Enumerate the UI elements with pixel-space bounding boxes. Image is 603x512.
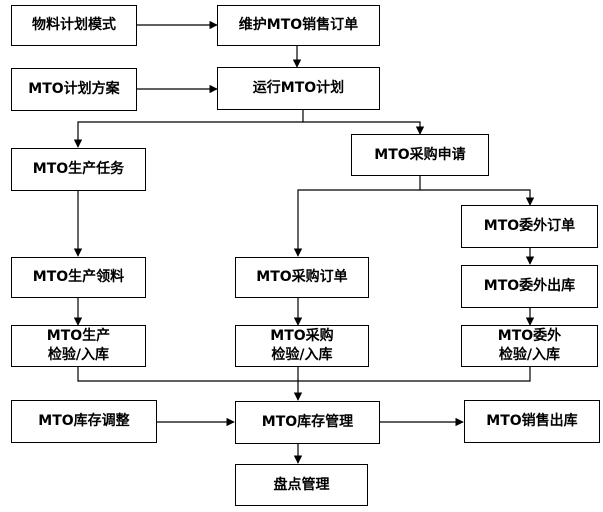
- node-stocktaking-manage: 盘点管理: [235, 464, 368, 506]
- node-mto-sales-out: MTO销售出库: [464, 400, 600, 443]
- node-run-mto-plan: 运行MTO计划: [217, 67, 380, 110]
- arrow-run-plan-to-production-task: [73, 110, 304, 148]
- line-outsource-inspect-to-merge: [298, 367, 531, 382]
- node-mto-plan-scheme: MTO计划方案: [11, 68, 137, 111]
- node-mto-inventory-adjust: MTO库存调整: [11, 400, 157, 443]
- arrow-purchase-request-to-purchase-order: [293, 176, 421, 257]
- node-mto-production-inspect-instock: MTO生产 检验/入库: [11, 325, 146, 367]
- node-material-plan-mode: 物料计划模式: [11, 5, 137, 46]
- node-maintain-mto-sales-order: 维护MTO销售订单: [217, 5, 380, 46]
- node-mto-outsource-order: MTO委外订单: [461, 205, 598, 248]
- line-production-inspect-to-merge: [77, 367, 298, 382]
- node-mto-production-task: MTO生产任务: [11, 148, 146, 191]
- node-mto-inventory-manage: MTO库存管理: [235, 401, 380, 444]
- node-mto-purchase-request: MTO采购申请: [351, 134, 489, 176]
- node-mto-production-material-issue: MTO生产领料: [11, 257, 146, 298]
- arrow-purchase-request-to-outsource-order: [420, 189, 535, 206]
- node-mto-purchase-order: MTO采购订单: [235, 257, 369, 298]
- node-mto-outsource-inspect-instock: MTO委外 检验/入库: [461, 325, 598, 367]
- node-mto-purchase-inspect-instock: MTO采购 检验/入库: [235, 325, 369, 367]
- arrow-run-plan-to-purchase-request: [303, 121, 425, 135]
- node-mto-outsource-out: MTO委外出库: [461, 265, 598, 308]
